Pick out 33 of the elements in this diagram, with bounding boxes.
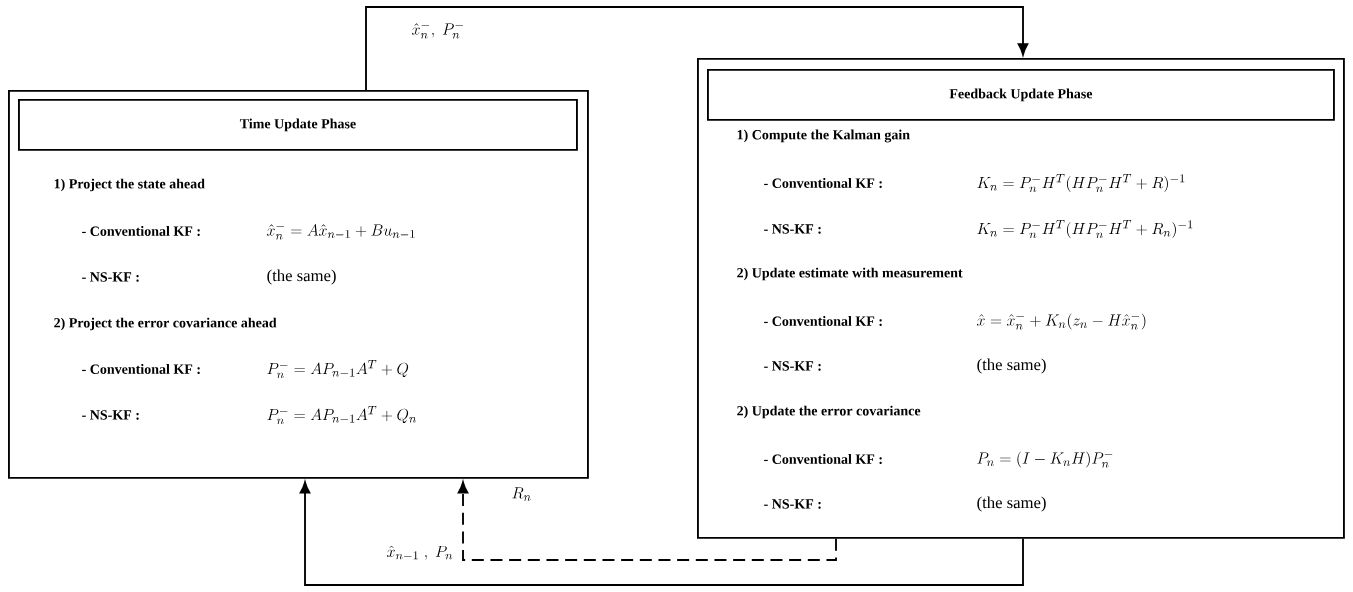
method-label: - Conventional KF : [82, 226, 200, 236]
formula: $K_n = P_n^- H^T(HP_n^- H^T + R)^{-1}$ [977, 174, 1185, 193]
note-text: (the same) [267, 269, 336, 285]
connector-arrow [457, 481, 837, 561]
note-text: (the same) [977, 496, 1046, 512]
formula: $P_n = (I - K_nH)P_n^-$ [977, 451, 1113, 468]
step-heading: 2) Update estimate with measurement [737, 267, 963, 281]
step-heading: 2) Update the error covariance [737, 405, 921, 419]
method-label: - Conventional KF : [764, 454, 882, 464]
method-label: - NS-KF : [82, 410, 139, 420]
method-label: - NS-KF : [82, 272, 139, 282]
connector-arrow [299, 481, 1024, 586]
step-heading: 1) Compute the Kalman gain [737, 129, 910, 143]
method-label: - Conventional KF : [82, 364, 200, 374]
formula: $P_n^- = AP_{n-1}A^T + Q$ [267, 360, 409, 379]
edge-label: $R_n$ [510, 486, 533, 502]
method-label: - NS-KF : [764, 361, 821, 371]
formula: $\hat{x}_n^- = A\hat{x}_{n-1} + Bu_{n-1}$ [267, 224, 415, 240]
method-label: - Conventional KF : [764, 178, 882, 188]
step-heading: 2) Project the error covariance ahead [54, 317, 277, 331]
method-label: - Conventional KF : [764, 316, 882, 326]
note-text: (the same) [977, 358, 1046, 374]
connector-arrow [365, 6, 1029, 91]
formula: $K_n = P_n^- H^T(HP_n^- H^T + R_n)^{-1}$ [977, 220, 1193, 239]
method-label: - NS-KF : [764, 499, 821, 509]
edge-label: $\hat{x}_{n-1}\ ,\ P_n$ [385, 544, 455, 562]
edge-label: $\hat{x}_n^-,\ P_n^-$ [410, 20, 466, 40]
step-heading: 1) Project the state ahead [54, 178, 205, 192]
title-box: Time Update Phase [18, 99, 578, 151]
title-box: Feedback Update Phase [707, 69, 1335, 121]
method-label: - NS-KF : [764, 224, 821, 234]
formula: $\hat{x} = \hat{x}_n^- + K_n(z_n - H\hat{x}_n^-)$ [977, 313, 1146, 330]
formula: $P_n^- = AP_{n-1}A^T + Q_n$ [267, 406, 417, 425]
